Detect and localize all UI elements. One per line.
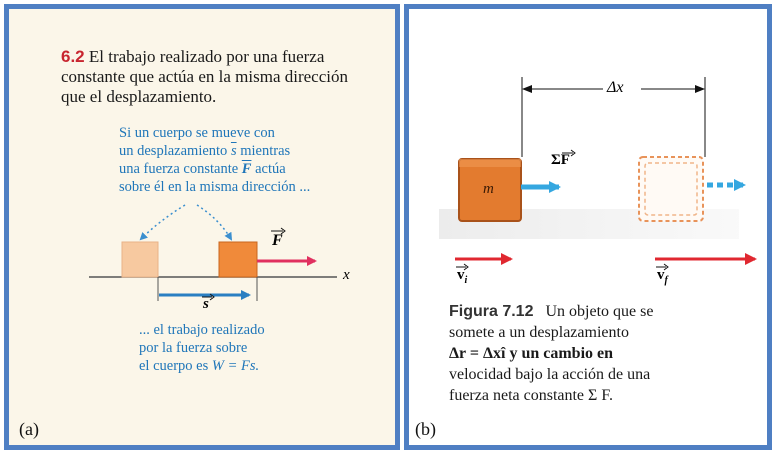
- note-top-text-5: actúa: [255, 161, 286, 177]
- x-axis-label: x: [343, 267, 350, 283]
- delta-x-label: Δx: [607, 79, 624, 96]
- work-equation: W = Fs.: [211, 358, 260, 374]
- work-diagram: [89, 204, 337, 301]
- mass-label: m: [483, 181, 494, 197]
- note-top-text-2: un desplazamiento: [119, 143, 228, 159]
- vector-F-inline: F: [241, 161, 252, 177]
- vi-symbol: v: [457, 267, 465, 283]
- note-bottom: ... el trabajo realizado por la fuerza s…: [139, 321, 339, 375]
- caption-line-5: fuerza neta constante Σ F.: [449, 387, 613, 404]
- note-top-line-3: una fuerza constante F actúa: [119, 160, 369, 178]
- net-force-diagram: [439, 77, 757, 271]
- panel-b: Δx ΣF m vi vf Figura 7.12 Un objeto que …: [404, 4, 772, 450]
- caption-text-1: Un objeto que se: [545, 303, 654, 320]
- note-top-line-1: Si un cuerpo se mueve con: [119, 125, 275, 141]
- vector-s-inline: s: [230, 143, 237, 159]
- force-label: F: [272, 232, 283, 249]
- note-bottom-text-3: el cuerpo es: [139, 358, 209, 374]
- net-force-label: ΣF: [551, 152, 570, 168]
- caption-line-2: somete a un desplazamiento: [449, 324, 629, 341]
- note-bottom-line-2: por la fuerza sobre: [139, 340, 248, 356]
- panel-letter-b: (b): [415, 419, 436, 439]
- vf-symbol: v: [657, 267, 665, 283]
- final-velocity-label: vf: [657, 267, 668, 286]
- block-final: [218, 241, 258, 278]
- figure-number: 6.2: [61, 47, 85, 66]
- panel-letter-a: (a): [19, 419, 39, 439]
- ghost-block: [638, 156, 704, 222]
- panel-a: 6.2 El trabajo realizado por una fuerza …: [4, 4, 400, 450]
- vi-subscript: i: [464, 275, 468, 286]
- caption-line-1: Figura 7.12 Un objeto que se: [449, 301, 759, 322]
- note-bottom-line-1: ... el trabajo realizado: [139, 322, 265, 338]
- note-top-text-4: una fuerza constante: [119, 161, 239, 177]
- note-top-text-3: mientras: [240, 143, 291, 159]
- pointer-arrow-right: [196, 204, 233, 241]
- block-initial: [121, 241, 159, 278]
- figure-title: Figura 7.12: [449, 303, 534, 320]
- displacement-label: s: [203, 296, 209, 312]
- caption-text: El trabajo realizado por una fuerza cons…: [61, 47, 348, 106]
- note-top-line-4: sobre él en la misma dirección ...: [119, 179, 311, 195]
- pointer-arrow-left: [139, 204, 186, 241]
- initial-velocity-label: vi: [457, 267, 467, 286]
- note-top: Si un cuerpo se mueve con un desplazamie…: [119, 124, 369, 196]
- figure-7-12-caption: Figura 7.12 Un objeto que se somete a un…: [449, 301, 759, 406]
- caption-line-4: velocidad bajo la acción de una: [449, 366, 651, 383]
- caption-line-3: Δr = Δxî y un cambio en: [449, 345, 614, 362]
- note-bottom-line-3: el cuerpo es W = Fs.: [139, 357, 339, 375]
- figure-6-2-caption: 6.2 El trabajo realizado por una fuerza …: [61, 47, 371, 107]
- note-top-line-2: un desplazamiento s mientras: [119, 142, 369, 160]
- vf-subscript: f: [664, 275, 668, 286]
